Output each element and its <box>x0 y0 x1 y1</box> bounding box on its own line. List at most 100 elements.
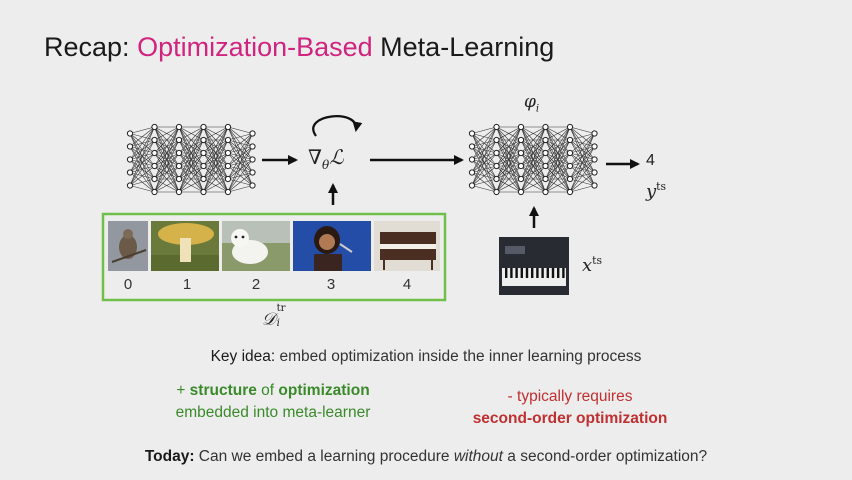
network-node <box>200 188 207 196</box>
support-label: 2 <box>251 276 261 293</box>
network-edge <box>203 126 229 154</box>
network-edge <box>154 126 180 167</box>
network-edge <box>569 133 595 180</box>
network-node <box>493 149 500 157</box>
y-symbol: y <box>646 181 657 202</box>
pro-of: of <box>256 382 279 399</box>
network-node <box>200 149 207 157</box>
title-prefix: Recap: <box>44 32 138 62</box>
network-node <box>126 130 134 137</box>
network-edge <box>569 172 595 193</box>
network-node <box>249 182 256 189</box>
network-edge <box>203 165 229 193</box>
phi-symbol: φ <box>524 92 536 112</box>
network-node <box>591 156 598 163</box>
phi-subscript: i <box>535 103 540 115</box>
network-edge <box>569 133 595 141</box>
network-edge <box>178 126 204 141</box>
network-node <box>517 175 525 183</box>
network-edge <box>471 126 497 186</box>
network-edge <box>129 139 155 186</box>
network-edge <box>154 126 180 193</box>
network-node <box>566 136 574 144</box>
network-node <box>517 149 525 157</box>
network-node <box>224 188 232 196</box>
d-symbol: 𝒟 <box>262 309 276 330</box>
network-edge <box>227 133 253 193</box>
network-edge <box>569 185 595 193</box>
keyboard-key <box>510 268 513 278</box>
pro-line-1: + structure of optimization <box>118 380 428 402</box>
network-edge <box>471 126 497 134</box>
network-node <box>566 149 574 157</box>
network-node <box>200 136 207 144</box>
y-superscript: ts <box>656 180 667 193</box>
phi-label: φi <box>524 92 539 114</box>
network-edge <box>545 126 571 180</box>
keyboard-key <box>541 268 544 278</box>
network-edge <box>178 152 204 193</box>
output-value: 4 <box>646 152 655 169</box>
network-edge <box>203 178 229 193</box>
network-edge <box>545 126 571 141</box>
network-edge <box>520 126 546 141</box>
network-node <box>151 175 158 183</box>
network-edge <box>154 126 180 141</box>
network-node <box>468 169 476 176</box>
network-edge <box>203 139 229 193</box>
network-node <box>517 123 525 131</box>
piano-image <box>374 221 440 271</box>
network-node <box>468 130 476 137</box>
network-edge <box>496 126 522 167</box>
network-node <box>151 149 158 157</box>
network-edge <box>545 165 571 193</box>
network-node <box>249 169 256 176</box>
network-node <box>517 162 525 170</box>
keyboard-key <box>562 268 565 278</box>
network-edge <box>129 185 155 193</box>
network-node <box>542 175 549 183</box>
nabla-symbol: ∇ <box>308 145 322 169</box>
network-edge <box>129 152 155 186</box>
network-node <box>566 123 574 131</box>
x-superscript: ts <box>592 254 603 267</box>
network-node <box>542 188 549 196</box>
network-edge <box>520 139 546 193</box>
loop-arrow-icon <box>312 115 363 137</box>
network-node <box>151 123 158 131</box>
singer-image <box>293 221 371 271</box>
network-edge <box>471 165 497 186</box>
support-labels: 0 1 2 3 4 <box>105 276 445 296</box>
x-ts-label: xts <box>582 254 602 276</box>
network-node <box>591 143 598 150</box>
loss-symbol: ℒ <box>329 145 344 169</box>
network-node <box>126 156 134 163</box>
network-node <box>224 123 232 131</box>
network-node <box>542 149 549 157</box>
network-node <box>200 123 207 131</box>
network-edge <box>154 139 180 193</box>
today-label: Today: <box>144 448 195 465</box>
network-edge <box>520 126 546 167</box>
network-node <box>542 123 549 131</box>
neural-network-right <box>468 123 598 196</box>
network-node <box>542 162 549 170</box>
network-node <box>493 136 500 144</box>
network-edge <box>569 126 595 134</box>
support-label: 0 <box>123 276 133 293</box>
network-edge <box>471 185 497 193</box>
network-edge <box>569 133 595 154</box>
network-edge <box>178 178 204 193</box>
network-edge <box>569 133 595 167</box>
network-edge <box>471 178 497 186</box>
network-edge <box>471 139 497 186</box>
network-edge <box>227 126 253 134</box>
network-edge <box>496 178 522 193</box>
network-edge <box>227 133 253 154</box>
pro-plus: + <box>176 382 190 399</box>
keyboard-key <box>525 268 529 278</box>
neural-network-left <box>126 123 256 196</box>
